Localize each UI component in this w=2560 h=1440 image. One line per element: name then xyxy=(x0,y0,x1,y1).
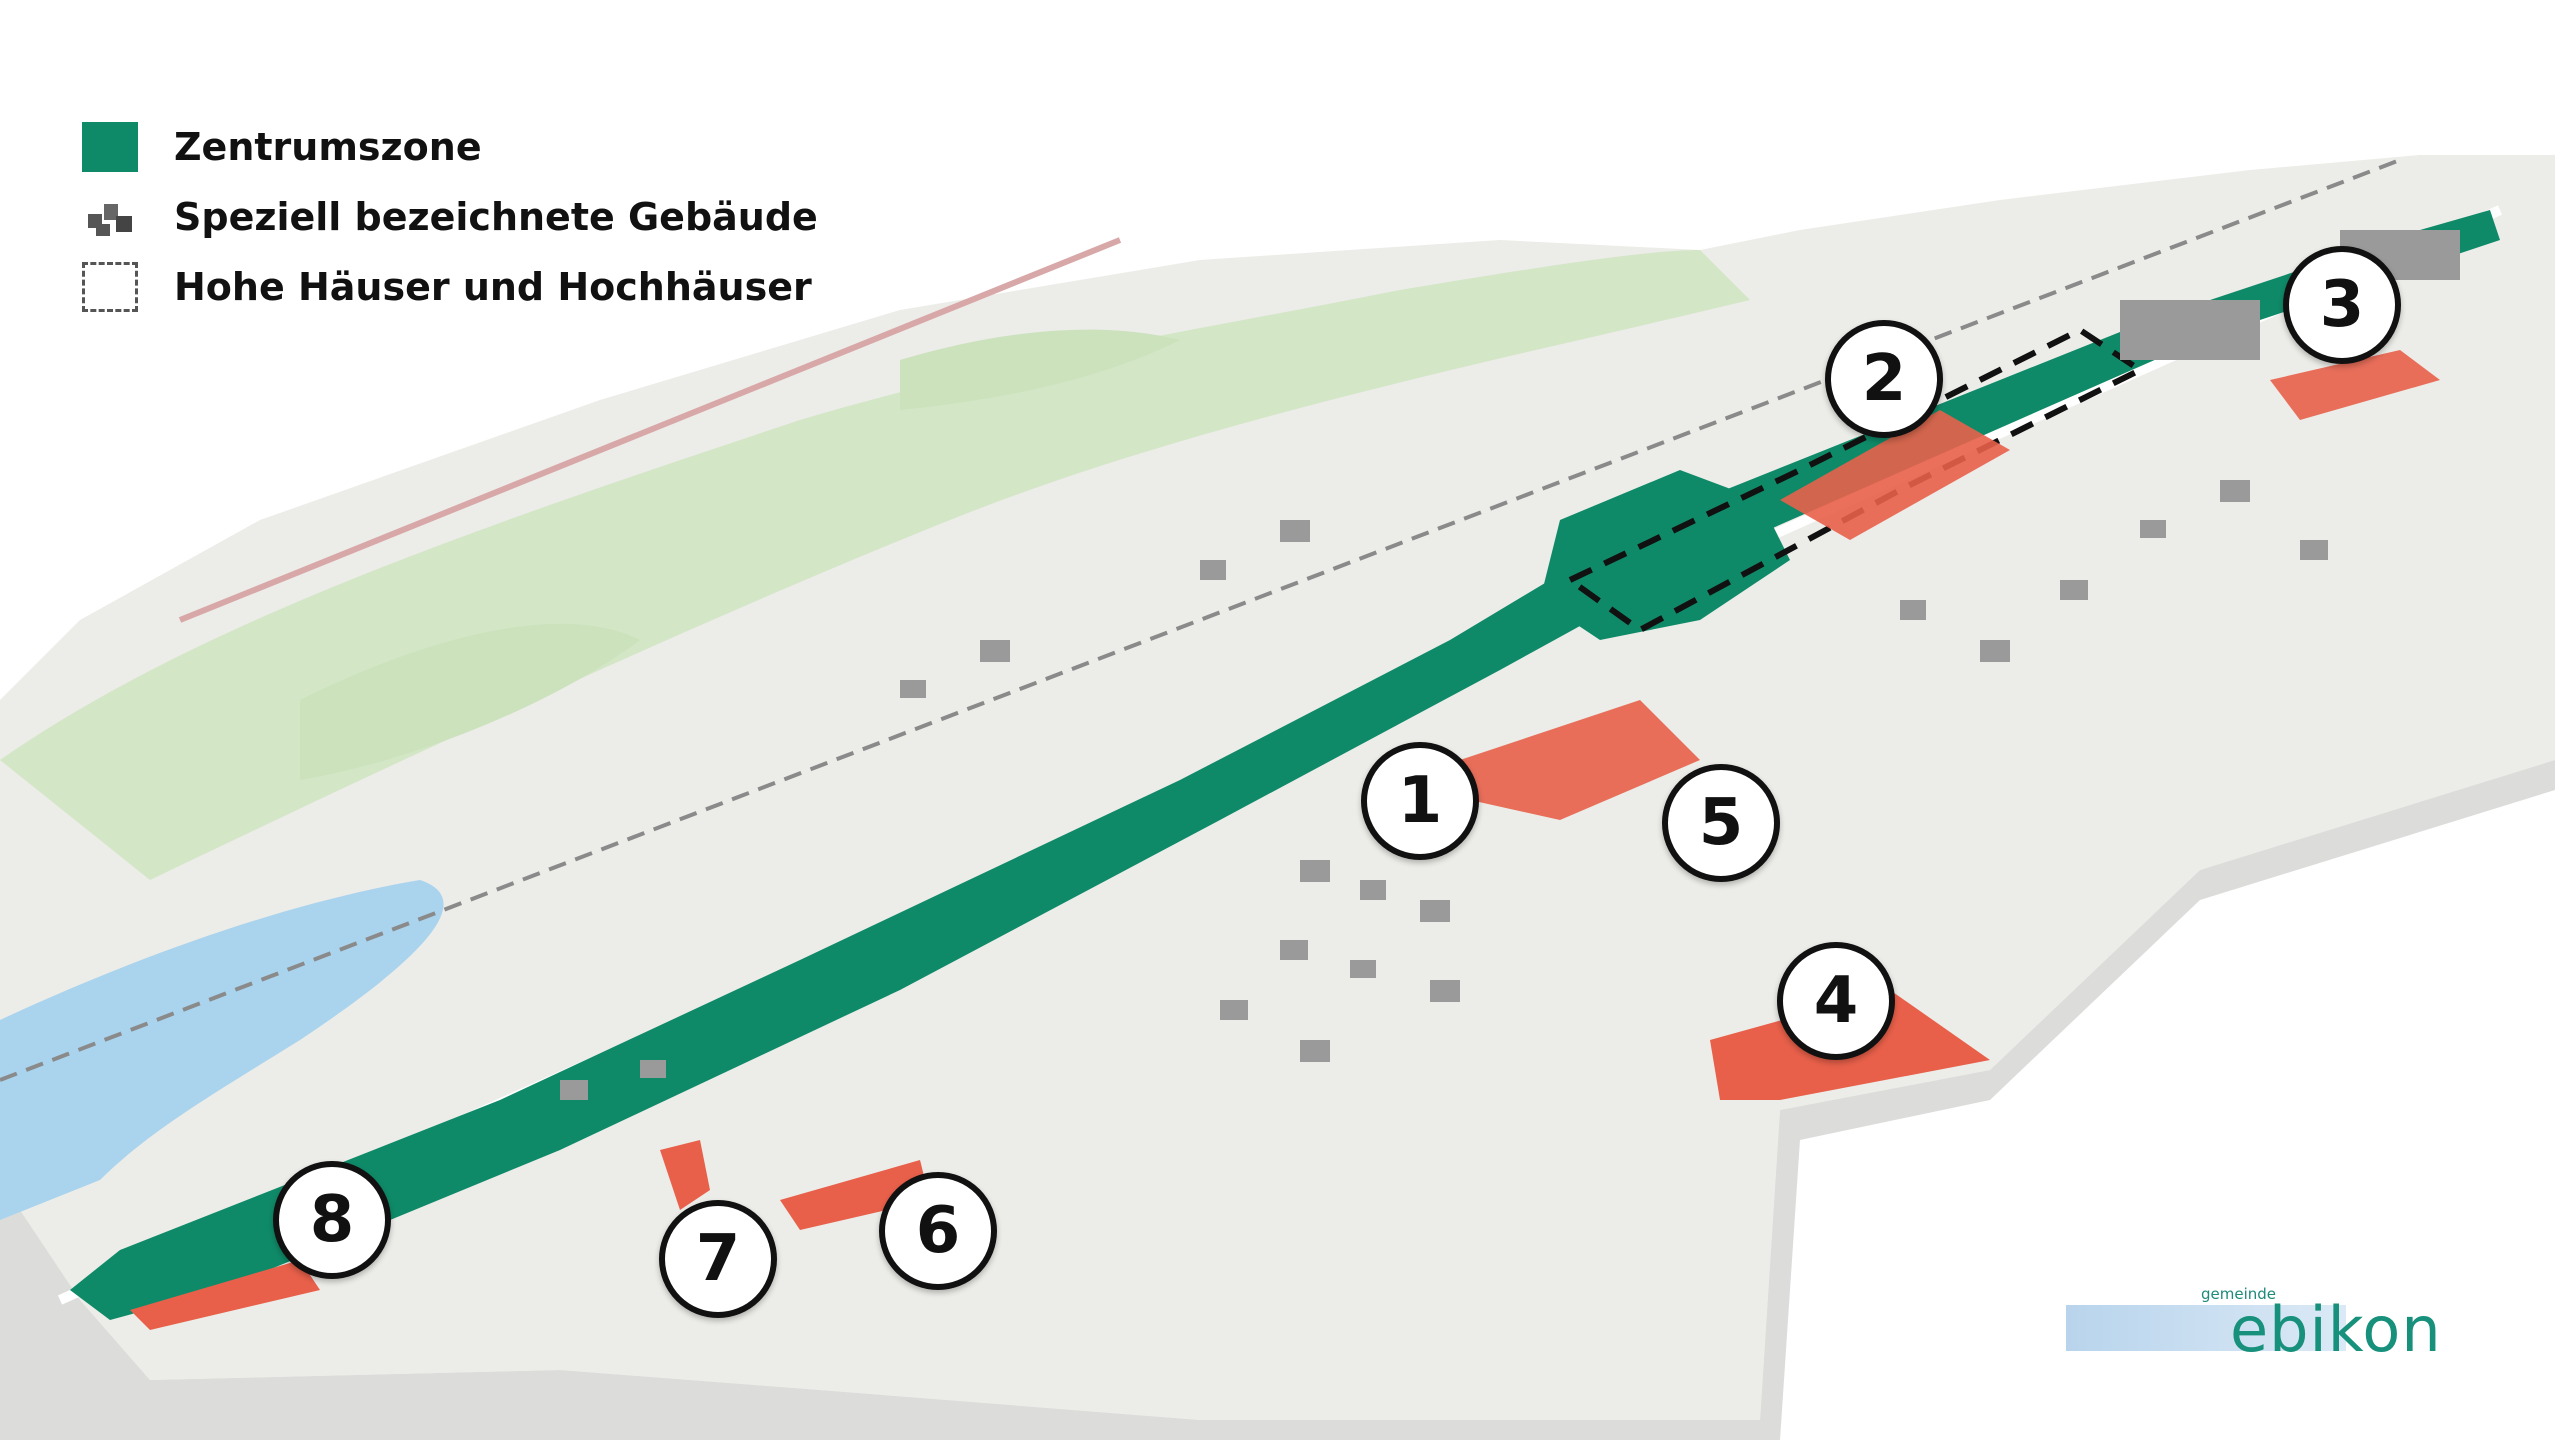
legend-label-special-buildings: Speziell bezeichnete Gebäude xyxy=(174,195,818,239)
meadow-2 xyxy=(900,329,1180,410)
marker-6: 6 xyxy=(879,1172,997,1290)
legend-row-high-rise: Hohe Häuser und Hochhäuser xyxy=(82,252,818,322)
logo-bar xyxy=(2066,1305,2346,1351)
marker-1: 1 xyxy=(1361,742,1479,860)
legend: Zentrumszone Speziell bezeichnete Gebäud… xyxy=(82,112,818,322)
buildings-icon xyxy=(82,192,138,242)
marker-7: 7 xyxy=(659,1200,777,1318)
lake xyxy=(0,880,444,1220)
green-square-icon xyxy=(82,122,138,172)
dashed-square-icon xyxy=(82,262,138,312)
zentrumszone-area xyxy=(70,210,2500,1320)
legend-label-high-rise: Hohe Häuser und Hochhäuser xyxy=(174,265,812,309)
marker-5: 5 xyxy=(1662,764,1780,882)
special-area-3 xyxy=(2270,350,2440,420)
logo-small-text: gemeinde xyxy=(2201,1285,2277,1303)
legend-row-zentrumszone: Zentrumszone xyxy=(82,112,818,182)
gemeinde-ebikon-logo: gemeinde ebikon xyxy=(2066,1285,2441,1366)
special-area-1 xyxy=(1460,700,1700,820)
special-area-7 xyxy=(660,1140,710,1210)
railway xyxy=(0,158,2401,1082)
marker-2: 2 xyxy=(1825,320,1943,438)
zentrumszone-cluster xyxy=(1540,470,1790,640)
legend-label-zentrumszone: Zentrumszone xyxy=(174,125,482,169)
legend-row-special-buildings: Speziell bezeichnete Gebäude xyxy=(82,182,818,252)
special-area-2 xyxy=(1780,410,2010,540)
marker-4: 4 xyxy=(1777,942,1895,1060)
marker-8: 8 xyxy=(273,1161,391,1279)
logo-main-text: ebikon xyxy=(2230,1293,2442,1366)
special-area-6 xyxy=(780,1160,930,1230)
special-area-8 xyxy=(130,1260,320,1330)
meadow-1 xyxy=(300,623,640,780)
marker-3: 3 xyxy=(2283,246,2401,364)
river-upper xyxy=(178,237,1122,623)
